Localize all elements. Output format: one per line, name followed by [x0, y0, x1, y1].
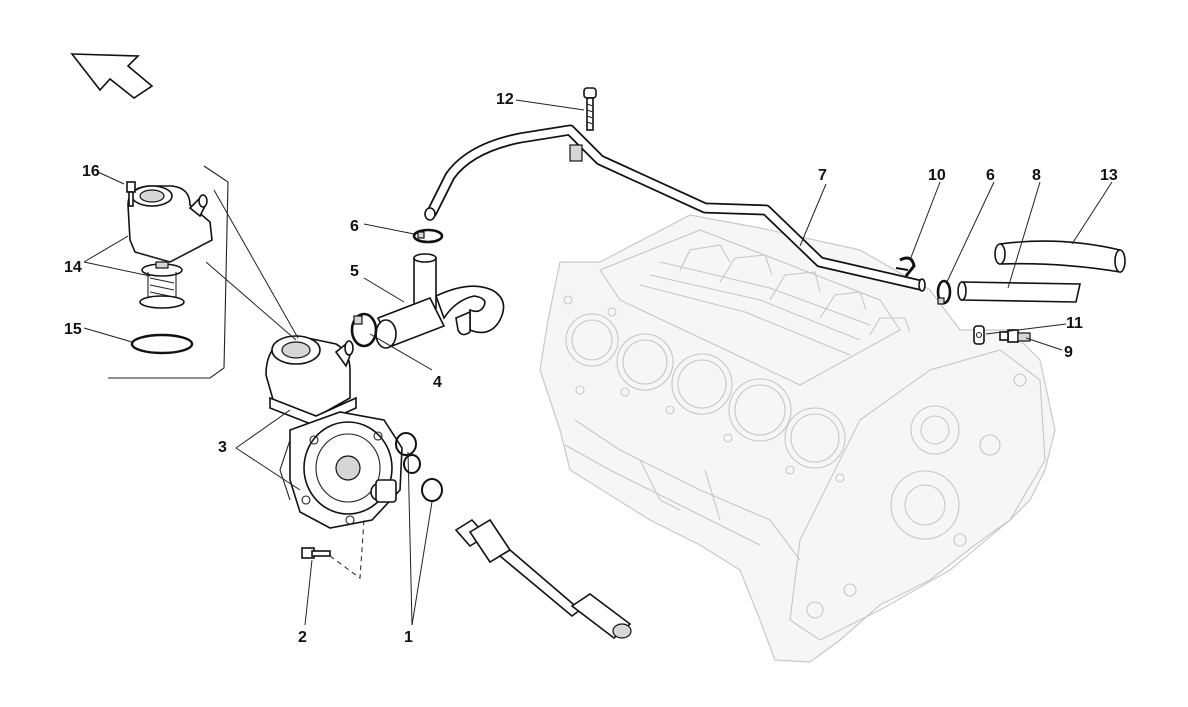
hose-clamp-6b: [936, 279, 952, 305]
callouts: 1 2 3 4 5 6 7 8 9 10 6 11 12 13 14 15 16: [64, 91, 1118, 646]
callout-10: 10: [928, 167, 946, 184]
leader-lines: [83, 99, 1113, 626]
thermostat-cover: [127, 185, 213, 263]
callout-13: 13: [1100, 167, 1118, 184]
hose-clamp-4: [350, 312, 378, 348]
callout-14: 14: [64, 259, 82, 276]
pump-o-rings: [395, 432, 443, 502]
bolt-12: [583, 87, 597, 131]
callout-7: 7: [818, 167, 827, 184]
coolant-hose-8: [957, 281, 1081, 303]
group-bracket: [108, 165, 229, 379]
assembly-path: [329, 519, 365, 579]
callout-11: 11: [1066, 315, 1083, 332]
gasket-11: [973, 325, 985, 345]
thermostat: [139, 261, 185, 309]
callout-4: 4: [433, 374, 442, 391]
drive-shaft: [454, 518, 632, 640]
callout-6a: 6: [350, 218, 359, 235]
screw-2: [301, 547, 331, 559]
callout-2: 2: [298, 629, 307, 646]
coolant-hose-13: [994, 240, 1126, 273]
callout-12: 12: [496, 91, 514, 108]
screw-16: [126, 181, 136, 207]
callout-16: 16: [82, 163, 100, 180]
engine-block: [539, 214, 1056, 663]
callout-6b: 6: [986, 167, 995, 184]
callout-1: 1: [404, 629, 413, 646]
coolant-hose-5: [375, 253, 505, 349]
coolant-pipe-7: [424, 124, 926, 292]
o-ring-15: [130, 333, 194, 355]
callout-5: 5: [350, 263, 359, 280]
hose-clamp-6a: [412, 228, 444, 244]
water-pump: [265, 335, 403, 529]
callout-3: 3: [218, 439, 227, 456]
direction-arrow-icon: [70, 53, 154, 99]
callout-8: 8: [1032, 167, 1041, 184]
callout-15: 15: [64, 321, 82, 338]
callout-9: 9: [1064, 344, 1073, 361]
